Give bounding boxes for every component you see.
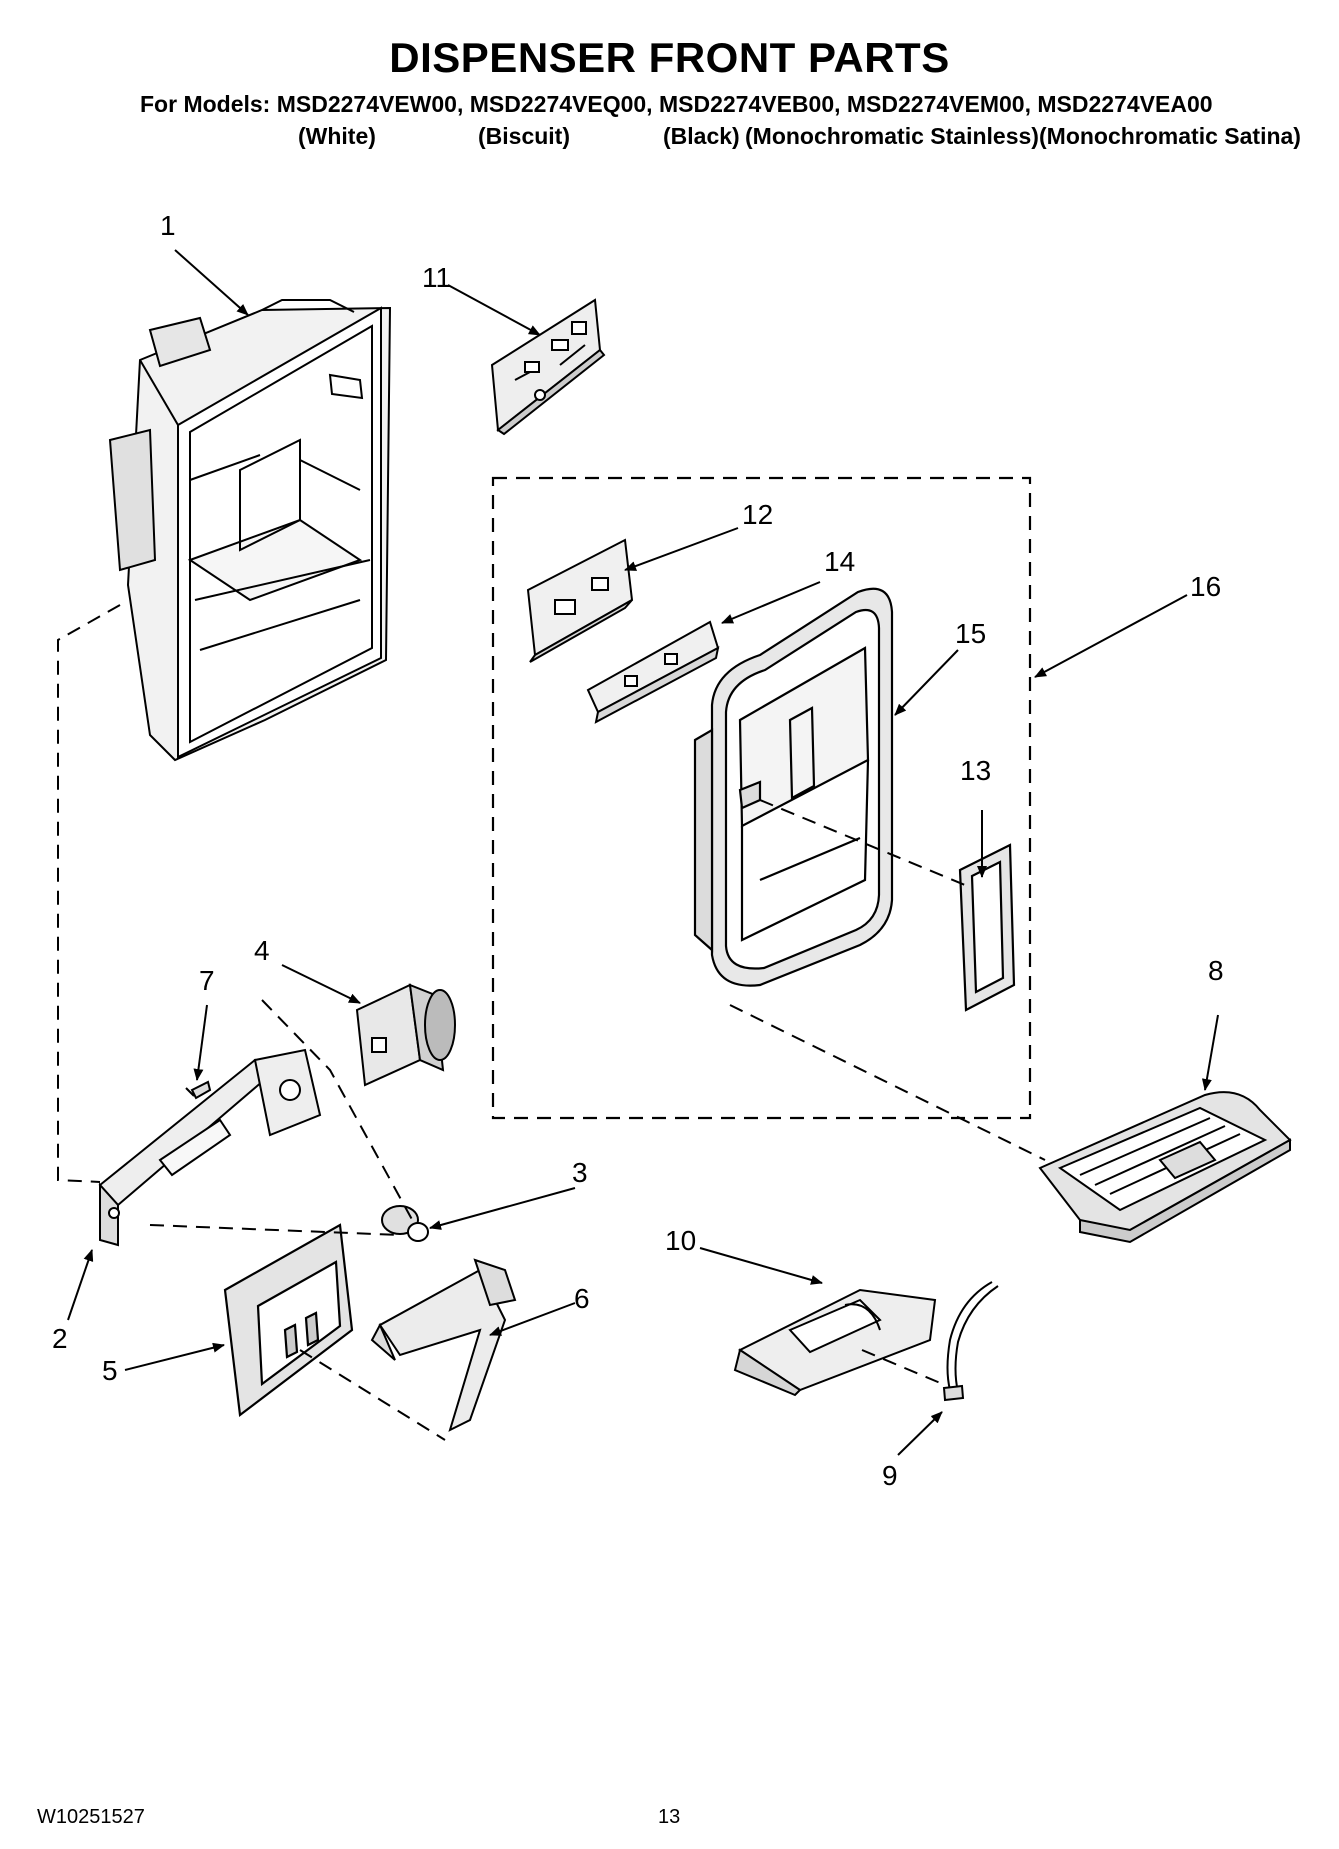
callout-4: 4 bbox=[254, 935, 270, 966]
part-13-cover-pad bbox=[958, 843, 1016, 1012]
finish-biscuit: (Biscuit) bbox=[478, 123, 570, 149]
part-6-actuator-arm bbox=[370, 1258, 517, 1432]
part-5-dispenser-pad bbox=[223, 1223, 354, 1418]
callout-9: 9 bbox=[882, 1460, 898, 1491]
callout-leaders bbox=[67, 249, 1219, 1456]
part-9-tube bbox=[942, 1281, 999, 1402]
callout-11: 11 bbox=[422, 262, 451, 293]
model-list: For Models: MSD2274VEW00, MSD2274VEQ00, … bbox=[140, 91, 1213, 117]
callout-5: 5 bbox=[102, 1355, 118, 1386]
part-1-dispenser-housing bbox=[108, 299, 392, 762]
finish-stainless: (Monochromatic Stainless) bbox=[745, 123, 1039, 149]
finish-satina: (Monochromatic Satina) bbox=[1039, 123, 1301, 149]
callout-2: 2 bbox=[52, 1323, 68, 1354]
callout-14: 14 bbox=[824, 546, 855, 577]
part-4-motor bbox=[355, 983, 456, 1087]
callout-16: 16 bbox=[1190, 571, 1221, 602]
callout-6: 6 bbox=[574, 1283, 590, 1314]
part-2-actuator-housing bbox=[98, 1048, 322, 1247]
part-14-switch-bracket bbox=[586, 620, 720, 724]
finish-black: (Black) bbox=[663, 123, 740, 149]
part-7-screw bbox=[185, 1080, 212, 1100]
callout-13: 13 bbox=[960, 755, 991, 786]
callout-3: 3 bbox=[572, 1157, 588, 1188]
callout-15: 15 bbox=[955, 618, 986, 649]
part-12-bracket bbox=[526, 538, 634, 663]
page-number: 13 bbox=[658, 1806, 681, 1828]
finish-white: (White) bbox=[298, 123, 376, 149]
callout-12: 12 bbox=[742, 499, 773, 530]
part-10-chute-housing bbox=[733, 1288, 937, 1397]
page-title: DISPENSER FRONT PARTS bbox=[389, 34, 950, 81]
callout-8: 8 bbox=[1208, 955, 1224, 986]
assembly-alignment-lines bbox=[57, 604, 1046, 1441]
callout-1: 1 bbox=[160, 210, 176, 241]
part-11-control-board bbox=[490, 298, 606, 436]
callout-10: 10 bbox=[665, 1225, 696, 1256]
callout-labels: 1 2 3 4 5 6 7 8 9 10 11 12 13 14 15 16 bbox=[52, 210, 1224, 1491]
part-15-dispenser-frame bbox=[693, 587, 894, 987]
part-3-cam bbox=[381, 1205, 429, 1242]
kit-boundary-dashed bbox=[491, 476, 1032, 1120]
callout-7: 7 bbox=[199, 965, 215, 996]
document-number: W10251527 bbox=[37, 1806, 145, 1828]
part-8-drip-tray bbox=[1038, 1091, 1292, 1244]
